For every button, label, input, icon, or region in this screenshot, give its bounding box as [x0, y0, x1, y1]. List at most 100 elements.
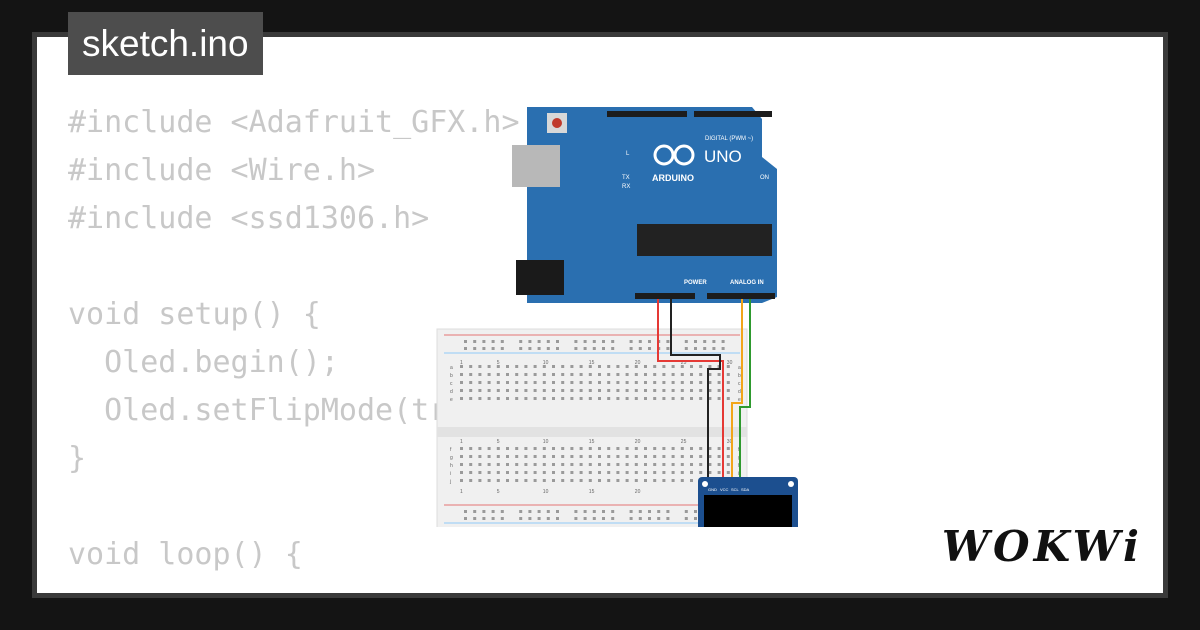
breadboard-hole	[638, 340, 642, 343]
breadboard-hole	[690, 471, 693, 474]
breadboard-hole	[491, 517, 495, 520]
breadboard-hole	[546, 347, 550, 350]
breadboard-row-letter: j	[449, 479, 451, 485]
oled-display-module[interactable]: GND VCC SCL SDA	[698, 477, 798, 527]
breadboard-row-letter: i	[450, 471, 451, 477]
file-name-tab[interactable]: sketch.ino	[68, 12, 263, 75]
breadboard-hole	[570, 381, 574, 384]
breadboard-hole	[607, 373, 611, 376]
breadboard-hole	[690, 463, 693, 466]
breadboard-hole	[644, 471, 647, 474]
breadboard-hole	[496, 471, 500, 474]
breadboard-hole	[690, 479, 693, 482]
breadboard-hole	[552, 397, 555, 400]
breadboard-row-letter: b	[450, 373, 453, 379]
breadboard-hole	[542, 381, 546, 384]
breadboard-hole	[570, 365, 574, 368]
breadboard-hole	[524, 365, 528, 368]
breadboard-column-number: 10	[543, 360, 549, 366]
breadboard-hole	[671, 471, 675, 474]
wires[interactable]	[657, 299, 751, 479]
breadboard-hole	[708, 381, 712, 384]
breadboard-hole	[579, 463, 583, 466]
breadboard-hole	[634, 365, 638, 368]
breadboard-hole	[625, 389, 629, 392]
breadboard-hole	[519, 340, 523, 343]
breadboard-hole	[515, 381, 519, 384]
breadboard-hole	[616, 479, 620, 482]
breadboard-hole	[473, 517, 477, 520]
breadboard-hole	[482, 517, 486, 520]
breadboard-hole	[680, 397, 684, 400]
breadboard-hole	[592, 517, 596, 520]
breadboard-hole	[726, 365, 730, 368]
breadboard-hole	[515, 471, 519, 474]
breadboard-hole	[478, 373, 482, 376]
breadboard-hole	[653, 373, 657, 376]
breadboard-hole	[519, 517, 523, 520]
breadboard-column-number: 5	[497, 489, 500, 495]
breadboard-hole	[726, 455, 730, 458]
breadboard-hole	[524, 471, 528, 474]
breadboard-hole	[717, 373, 721, 376]
l-led-label: L	[626, 151, 630, 157]
breadboard-hole	[528, 510, 532, 513]
breadboard-hole	[537, 510, 541, 513]
breadboard-column-number: 25	[681, 439, 687, 445]
breadboard-hole	[644, 389, 647, 392]
breadboard-hole	[561, 397, 565, 400]
wire-green[interactable]	[739, 299, 751, 479]
breadboard-column-number: 30	[727, 360, 733, 366]
breadboard-hole	[561, 365, 565, 368]
arduino-uno-board[interactable]: UNO ARDUINO DIGITAL (PWM ~) POWER ANALOG…	[512, 107, 777, 303]
tx-led-label: TX	[622, 175, 630, 181]
breadboard-hole	[662, 471, 666, 474]
breadboard-hole	[460, 455, 463, 458]
breadboard-hole	[482, 510, 486, 513]
breadboard-hole	[616, 463, 620, 466]
breadboard-row-letter: g	[450, 455, 453, 461]
breadboard-hole	[634, 463, 638, 466]
power-header	[635, 293, 695, 299]
breadboard-hole	[542, 463, 546, 466]
wire-orange[interactable]	[731, 299, 743, 479]
wire-red[interactable]	[657, 299, 724, 479]
breadboard-hole	[542, 447, 546, 450]
breadboard-row-letter: d	[450, 389, 453, 395]
breadboard-hole	[487, 373, 491, 376]
breadboard-hole	[602, 340, 605, 343]
breadboard-hole	[653, 455, 657, 458]
wire-black[interactable]	[670, 299, 721, 479]
breadboard-hole	[524, 381, 528, 384]
breadboard-hole	[487, 389, 491, 392]
breadboard-hole	[478, 389, 482, 392]
breadboard-hole	[552, 455, 555, 458]
code-editor[interactable]: #include <Adafruit_GFX.h>#include <Wire.…	[68, 99, 520, 579]
breadboard-hole	[634, 389, 638, 392]
breadboard-hole	[579, 389, 583, 392]
breadboard-hole	[460, 389, 463, 392]
breadboard-hole	[653, 365, 657, 368]
breadboard-hole	[616, 365, 620, 368]
breadboard-column-number: 20	[635, 360, 641, 366]
breadboard-hole	[625, 381, 629, 384]
rx-led-label: RX	[622, 184, 630, 190]
breadboard-hole	[546, 340, 550, 343]
breadboard-hole	[487, 381, 491, 384]
breadboard-row-letter: c	[738, 381, 741, 387]
breadboard-hole	[703, 347, 707, 350]
breadboard-hole	[574, 510, 578, 513]
breadboard-hole	[496, 447, 500, 450]
breadboard-hole	[469, 381, 473, 384]
breadboard-hole	[556, 340, 559, 343]
breadboard-hole	[506, 373, 509, 376]
breadboard-hole	[570, 373, 574, 376]
breadboard-hole	[708, 471, 712, 474]
breadboard-hole	[556, 347, 559, 350]
breadboard-row-letter: c	[450, 381, 453, 387]
breadboard-hole	[598, 463, 601, 466]
breadboard-hole	[487, 397, 491, 400]
breadboard-hole	[644, 373, 647, 376]
breadboard-hole	[662, 455, 666, 458]
reset-button-cap	[552, 118, 562, 128]
